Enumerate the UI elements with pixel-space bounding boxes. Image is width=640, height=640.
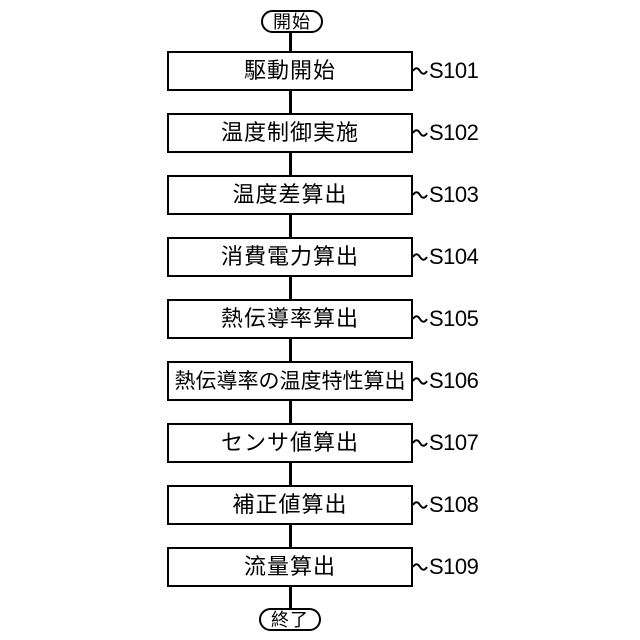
process-step-box: 熱伝導率算出 <box>167 299 413 339</box>
step-reference: S105 <box>412 299 479 339</box>
process-step-box: 消費電力算出 <box>167 237 413 277</box>
step-reference: S104 <box>412 237 479 277</box>
process-step-label: 流量算出 <box>243 554 336 579</box>
process-step-label: 補正値算出 <box>232 492 348 517</box>
step-reference: S107 <box>412 423 479 463</box>
start-terminal-label: 開始 <box>273 11 311 32</box>
process-step-box: 温度制御実施 <box>167 113 413 153</box>
process-step-label: 温度制御実施 <box>220 120 359 145</box>
process-step-label: 熱伝導率算出 <box>220 306 359 331</box>
tilde-connector-icon <box>412 253 428 261</box>
process-step-label: 温度差算出 <box>232 182 348 207</box>
step-reference: S108 <box>412 485 479 525</box>
tilde-connector-icon <box>412 315 428 323</box>
tilde-connector-icon <box>412 501 428 509</box>
step-reference: S103 <box>412 175 479 215</box>
process-step-box: 熱伝導率の温度特性算出 <box>167 361 413 401</box>
step-reference-text: S102 <box>429 120 479 145</box>
step-reference-text: S104 <box>429 244 479 269</box>
step-reference: S101 <box>412 51 479 91</box>
tilde-connector-icon <box>412 377 428 385</box>
tilde-connector-icon <box>412 439 428 447</box>
step-reference-text: S108 <box>429 492 479 517</box>
process-step-label: 消費電力算出 <box>220 244 359 269</box>
tilde-connector-icon <box>412 129 428 137</box>
process-step-box: 駆動開始 <box>167 51 413 91</box>
step-reference: S102 <box>412 113 479 153</box>
process-step-label: センサ値算出 <box>220 430 359 455</box>
step-reference-text: S105 <box>429 306 479 331</box>
process-step-box: センサ値算出 <box>167 423 413 463</box>
tilde-connector-icon <box>412 563 428 571</box>
step-reference-text: S107 <box>429 430 479 455</box>
step-reference: S106 <box>412 361 479 401</box>
process-step-box: 温度差算出 <box>167 175 413 215</box>
step-reference-text: S109 <box>429 554 479 579</box>
tilde-connector-icon <box>412 67 428 75</box>
step-reference-text: S106 <box>429 368 479 393</box>
process-step-box: 流量算出 <box>167 547 413 587</box>
process-step-label: 駆動開始 <box>243 58 336 83</box>
tilde-connector-icon <box>412 191 428 199</box>
step-reference-text: S103 <box>429 182 479 207</box>
start-terminal: 開始 <box>261 10 323 33</box>
step-reference: S109 <box>412 547 479 587</box>
process-step-box: 補正値算出 <box>167 485 413 525</box>
end-terminal-label: 終了 <box>271 609 309 630</box>
process-step-label: 熱伝導率の温度特性算出 <box>174 369 406 393</box>
step-reference-text: S101 <box>429 58 479 83</box>
end-terminal: 終了 <box>259 608 321 631</box>
